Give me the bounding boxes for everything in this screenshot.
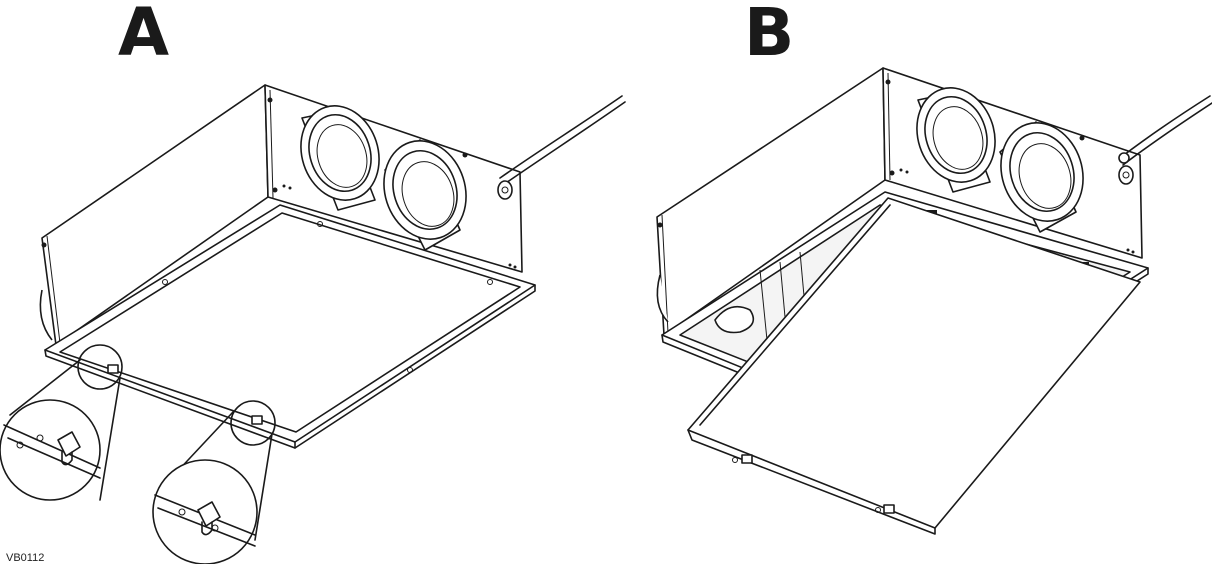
unit-a	[39, 84, 626, 449]
duct-collar-right-a	[383, 139, 467, 251]
latch-clip-b2	[883, 504, 895, 514]
fan-a	[39, 289, 53, 341]
magnifier-left	[0, 344, 123, 501]
cable-gland-b	[1118, 165, 1134, 185]
latch-detail-left	[57, 431, 81, 457]
latch-clip-b1	[741, 454, 753, 464]
fan-interior-b	[714, 305, 755, 334]
fan-b	[656, 274, 669, 323]
latch-clip-a2	[251, 415, 263, 425]
magnifier-right	[152, 400, 276, 564]
latch-clip-a1	[107, 364, 119, 374]
panel-a-label: A	[118, 0, 170, 71]
duct-collar-left-b	[916, 87, 996, 193]
panel-b-label: B	[744, 0, 795, 71]
power-cable-b	[1119, 95, 1211, 159]
duct-collar-right-b	[999, 121, 1084, 233]
cable-gland-a	[497, 180, 513, 200]
latch-detail-right	[197, 501, 221, 527]
unit-b	[656, 67, 1212, 535]
duct-collar-left-a	[300, 105, 380, 211]
power-cable-a	[499, 95, 623, 179]
drawing-code: VB0112	[6, 552, 45, 564]
